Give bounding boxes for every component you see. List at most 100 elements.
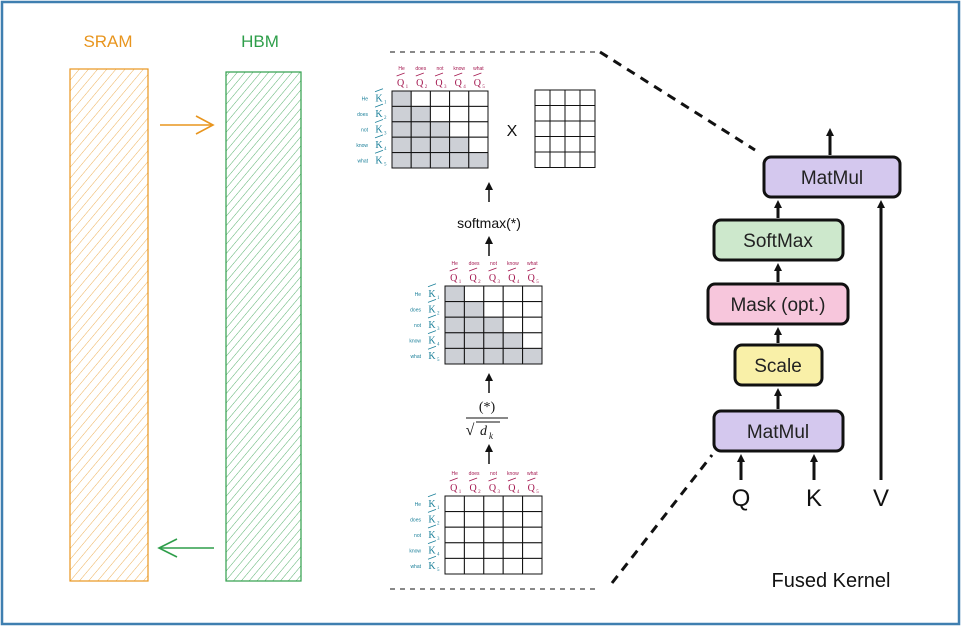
softmax-matrix-query-vector-subscript: 3 [444,85,447,90]
masked-matrix-key-vector-subscript: 3 [437,327,440,332]
score-matrix-cell [522,495,543,513]
softmax-matrix-key-vector-arrow [374,88,384,93]
softmax-matrix-key-vector-letter: K [375,94,383,105]
score-matrix-query-vector-letter: Q [528,483,536,494]
softmax-matrix-query-vector-subscript: 4 [463,85,466,90]
score-matrix-cell [444,542,465,559]
score-matrix-query-vector-arrow [488,477,497,482]
softmax-matrix-key-vector-arrow [374,103,384,108]
masked-matrix-key-vector-arrow [427,330,437,334]
sram-label: SRAM [83,32,132,51]
masked-matrix-key-vector-letter: K [428,304,436,315]
score-matrix-key-vector-arrow [427,540,437,544]
value-cell [579,151,596,168]
softmax-matrix-key-word: does [357,112,368,118]
softmax-matrix-query-vector-letter: Q [397,78,405,89]
masked-matrix-key-vector-letter: K [428,289,436,300]
masked-matrix-cell [463,285,485,303]
softmax-matrix-cell [468,90,489,107]
masked-matrix-cell [444,285,465,303]
score-matrix-key-word: what [410,564,421,570]
softmax-matrix-cell [429,90,451,107]
softmax-matrix-cell [391,105,412,123]
softmax-matrix-cell [468,105,489,123]
score-matrix-query-vector-letter: Q [450,483,458,494]
softmax-matrix-key-vector-arrow [374,134,384,139]
score-matrix-key-vector-letter: K [428,499,436,510]
masked-matrix-cell [444,316,465,334]
masked-matrix-key-vector-arrow [427,345,437,350]
masked-matrix-key-word: not [414,323,422,329]
masked-matrix-key-vector-subscript: 2 [437,311,440,316]
score-matrix-query-vector-subscript: 5 [536,490,539,495]
softmax-matrix-cell [410,90,431,107]
softmax-label: softmax(*) [457,215,521,231]
masked-matrix-key-vector-letter: K [428,351,436,362]
value-cell [579,89,596,106]
score-matrix-cell [463,542,485,559]
masked-matrix-cell [463,347,485,365]
masked-matrix-query-vector-arrow [527,267,536,272]
masked-matrix-query-vector-subscript: 1 [459,280,462,285]
value-cell [549,136,566,153]
score-matrix-cell [522,511,543,528]
score-matrix-cell [483,511,504,528]
softmax-matrix-cell [449,152,470,169]
zoom-lower-diagonal [610,454,714,584]
block-scale-label: Scale [754,356,802,377]
score-matrix-query-vector-arrow [507,477,517,482]
masked-matrix-cell [483,316,504,334]
softmax-matrix-query-word: know [453,66,465,72]
value-cell [564,120,581,137]
score-matrix-key-vector-subscript: 2 [437,521,440,526]
scale-numerator: (*) [479,400,496,415]
masked-matrix-query-word: does [469,261,480,267]
value-cell [534,105,551,122]
softmax-matrix-key-vector-subscript: 4 [384,147,387,152]
masked-matrix-query-vector-letter: Q [528,273,536,284]
softmax-matrix-query-word: not [437,66,445,72]
block-softmax-label: SoftMax [743,231,813,252]
masked-matrix-cell [483,301,504,318]
hbm-label: HBM [241,32,279,51]
softmax-matrix-query-vector-letter: Q [455,78,463,89]
softmax-matrix-key-vector-subscript: 5 [384,162,387,167]
score-matrix-query-vector-subscript: 3 [498,490,501,495]
score-matrix-key-vector-arrow [427,555,437,560]
block-matmul-bottom-label: MatMul [747,422,809,443]
masked-matrix-key-vector-arrow [427,299,437,303]
masked-matrix-query-vector-subscript: 3 [498,280,501,285]
masked-matrix-cell [483,347,504,365]
score-matrix-cell [522,526,543,544]
masked-matrix-key-vector-subscript: 5 [437,358,440,363]
input-v: V [873,485,889,512]
score-matrix-query-word: He [451,471,458,477]
score-matrix-key-vector-letter: K [428,546,436,557]
masked-matrix-key-word: what [410,354,421,360]
value-cell [549,120,566,137]
hbm-to-sram-arrow [157,538,214,558]
score-matrix-query-vector-subscript: 2 [478,490,481,495]
masked-matrix-query-vector-arrow [468,267,478,272]
input-q: Q [732,485,751,512]
score-matrix-cell [483,557,504,575]
value-cell [549,151,566,168]
softmax-matrix-query-vector-arrow [454,72,463,77]
value-cell [549,105,566,122]
